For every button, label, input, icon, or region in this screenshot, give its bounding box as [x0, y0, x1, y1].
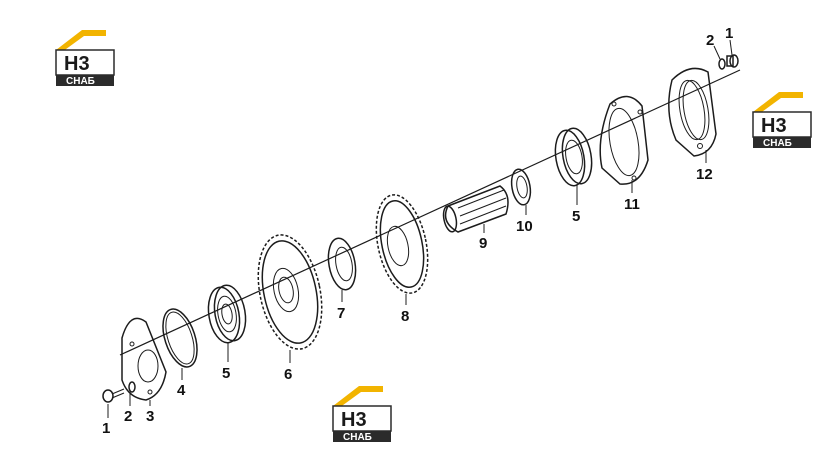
watermark-caption: СНАБ: [343, 432, 372, 443]
callout-6-large-gear: 6: [284, 366, 292, 383]
callout-4-o-ring: 4: [177, 382, 186, 399]
watermark-monogram: H3: [341, 409, 367, 431]
callout-5-bearing-left: 5: [222, 365, 230, 382]
callout-5-bearing-right: 5: [572, 208, 580, 225]
part-o-ring: [162, 308, 198, 368]
part-flat-gasket: [599, 95, 649, 185]
part-washer-left: [128, 381, 136, 393]
part-medium-gear: [375, 194, 429, 294]
part-bolt-left: [102, 388, 125, 403]
callout-12-flange-cover: 12: [696, 166, 713, 183]
part-large-gear: [257, 234, 323, 350]
watermark-monogram: H3: [761, 115, 787, 137]
callout-11-flat-gasket: 11: [624, 196, 640, 213]
part-end-cover: [121, 317, 167, 401]
leader-lines: [107, 39, 733, 418]
part-flange-cover: [668, 67, 717, 157]
assembly-axis: [119, 69, 741, 356]
part-spacer-ring: [327, 237, 357, 291]
part-bearing-left: [207, 284, 247, 344]
callout-2-washer-left: 2: [124, 408, 132, 425]
part-bearing-right: [554, 127, 593, 187]
callout-8-medium-gear: 8: [401, 308, 409, 325]
part-bolt-right: [726, 54, 739, 68]
callout-1-bolt-left: 1: [102, 420, 110, 437]
watermark-logo-right: H3 СНАБ: [752, 92, 812, 149]
watermark-monogram: H3: [64, 53, 90, 75]
callout-10-snap-ring: 10: [516, 218, 533, 235]
callout-2-washer-right: 2: [706, 32, 714, 49]
watermark-caption: СНАБ: [763, 138, 792, 149]
part-splined-shaft: [442, 185, 509, 233]
watermark-caption: СНАБ: [66, 76, 95, 87]
part-snap-ring: [510, 168, 532, 206]
callout-7-spacer-ring: 7: [337, 305, 345, 322]
callout-9-splined-shaft: 9: [479, 235, 487, 252]
callout-3-end-cover: 3: [146, 408, 154, 425]
watermark-logo-top-left: H3 СНАБ: [55, 30, 115, 87]
callout-1-bolt-right: 1: [725, 25, 733, 42]
watermark-logo-bottom: H3 СНАБ: [332, 386, 392, 443]
part-washer-right: [718, 58, 726, 70]
